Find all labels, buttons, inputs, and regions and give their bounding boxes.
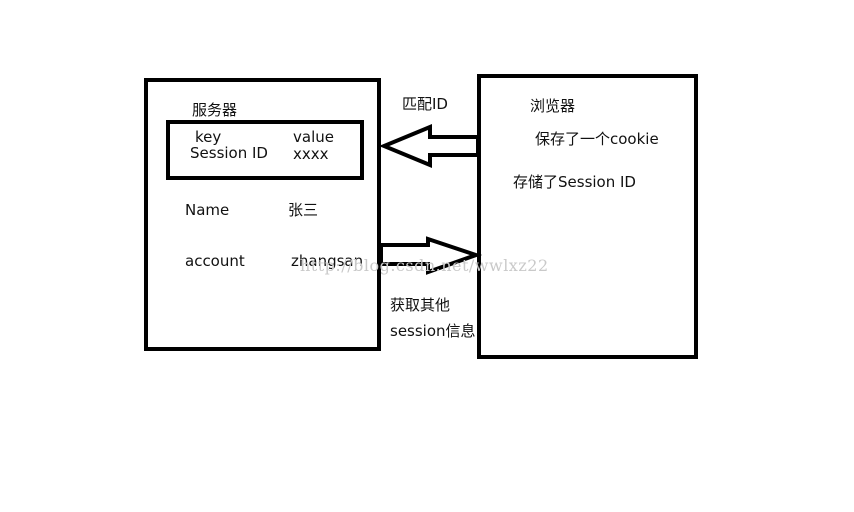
arrow-to-server-label: 匹配ID <box>402 95 448 113</box>
arrow-to-browser <box>379 236 483 275</box>
table-header-key: key <box>195 128 222 146</box>
browser-session-text: 存储了Session ID <box>513 173 636 191</box>
arrow-to-browser-label-line1: 获取其他 <box>390 296 451 314</box>
field-name-key: Name <box>185 201 230 219</box>
session-table-box <box>166 120 364 180</box>
arrow-to-browser-label-line2: session信息 <box>390 322 476 340</box>
browser-box <box>477 74 698 359</box>
table-row-value: xxxx <box>293 145 329 163</box>
field-account-key: account <box>185 252 245 270</box>
watermark-text: http://blog.csdn.net/wwlxz22 <box>300 256 549 275</box>
field-account-value: zhangsan <box>291 252 364 270</box>
arrow-to-server <box>378 124 480 168</box>
field-name-value: 张三 <box>288 201 319 219</box>
table-header-value: value <box>293 128 334 146</box>
server-title: 服务器 <box>192 101 238 119</box>
table-row-key: Session ID <box>190 144 268 162</box>
browser-cookie-text: 保存了一个cookie <box>535 130 659 148</box>
browser-title: 浏览器 <box>530 97 576 115</box>
